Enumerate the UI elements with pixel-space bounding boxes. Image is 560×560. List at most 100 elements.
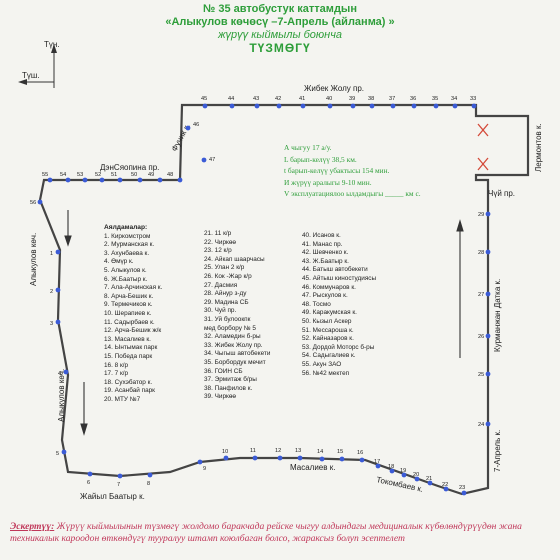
stop-21: 21 — [426, 476, 433, 486]
svg-text:13: 13 — [295, 448, 301, 454]
stop-43: 43 — [253, 96, 260, 109]
legend-item: 4. Өмүр к. — [104, 258, 134, 266]
legend-item: 47. Рыскулов к. — [302, 292, 348, 300]
street-kurmanzhan: Курманжан Датка к. — [493, 279, 502, 352]
legend-item: 20. МТУ №7 — [104, 395, 141, 403]
stop-16: 16 — [357, 450, 365, 463]
legend-item: 42. Шевченко к. — [302, 249, 349, 257]
legend-header: Аялдамалар: — [104, 224, 148, 231]
svg-text:20: 20 — [413, 472, 419, 478]
legend-item: 9. Термечиков к. — [104, 301, 153, 309]
svg-text:19: 19 — [400, 468, 406, 474]
info-line-3: t барып-келүү убактысы 154 мин. — [284, 166, 390, 175]
svg-text:3: 3 — [50, 321, 53, 327]
footer-text: Жүрүү кыймылынын түзмөгү жолдомо баракча… — [10, 521, 522, 544]
stop-39: 39 — [349, 96, 356, 109]
legend-item: 10. Шерапиев к. — [104, 309, 152, 317]
legend-item: 27. Дасмия — [204, 281, 238, 289]
legend-item: 16. 8 к/р — [104, 361, 129, 369]
legend-item: 8. Арча-Бешик к. — [104, 292, 154, 300]
svg-text:55: 55 — [42, 172, 48, 178]
svg-text:1: 1 — [50, 251, 53, 257]
stop-17: 17 — [374, 459, 381, 469]
compass-north-label: Түн. — [44, 40, 60, 49]
stop-18: 18 — [388, 464, 395, 474]
legend-item: 48. Тосмо — [302, 300, 331, 308]
stop-48: 48 — [167, 172, 183, 183]
legend-col-2: 21. 11 к/р 22. Чиркөө 23. 12 к/р 24. Айк… — [204, 230, 300, 402]
legend-item: 50. Кызыл Аскер — [302, 317, 352, 325]
legend-item: 35. Борбордук мечит — [204, 358, 266, 366]
stop-45: 45 — [201, 96, 208, 109]
svg-text:33: 33 — [470, 96, 476, 102]
svg-text:6: 6 — [87, 480, 90, 486]
route-line — [38, 103, 530, 496]
stop-44: 44 — [228, 96, 235, 109]
stop-46: 46 — [185, 122, 199, 131]
arrow-down-icon-2 — [64, 235, 72, 247]
legend-item: 33. Жибек Жолу пр. — [204, 341, 263, 349]
svg-text:48: 48 — [167, 172, 173, 178]
legend-item: 41. Манас пр. — [302, 240, 343, 248]
svg-text:25: 25 — [478, 372, 484, 378]
legend-item: 19. Асанбай парк — [104, 387, 155, 395]
cross-icon-2b — [477, 157, 489, 171]
svg-text:41: 41 — [299, 96, 305, 102]
street-alykulov-bottom: Алыкулов көч. — [57, 369, 66, 422]
svg-text:34: 34 — [451, 96, 457, 102]
svg-text:38: 38 — [368, 96, 374, 102]
legend-item: 22. Чиркөө — [204, 238, 236, 246]
svg-text:46: 46 — [193, 122, 199, 128]
svg-text:23: 23 — [459, 485, 465, 491]
compass-west-label: Түш. — [22, 71, 40, 80]
legend-item: 14. Ынтымак парк — [104, 344, 158, 352]
stop-56: 56 — [30, 199, 43, 206]
legend-item: 18. Сухэбатор к. — [104, 378, 153, 386]
svg-text:37: 37 — [389, 96, 395, 102]
stop-22: 22 — [442, 482, 449, 492]
legend-item: 38. Панфилов к. — [204, 384, 253, 392]
route-info: А чыгуу 17 а/у. L барып-келүү 38,5 км. t… — [270, 142, 421, 200]
stop-35: 35 — [432, 96, 439, 109]
title-line-1: № 35 автобустук каттамдын — [203, 3, 357, 15]
legend-item: 31. Уй булоокпк мед борбору № 5 — [204, 315, 256, 332]
street-masaliev: Масалиев к. — [290, 463, 335, 472]
stop-10: 10 — [222, 449, 229, 461]
stop-47: 47 — [201, 157, 215, 163]
stop-2: 2 — [50, 287, 61, 295]
street-alykulov-top: Алыкулов көч. — [29, 233, 38, 286]
stop-24: 24 — [478, 421, 491, 428]
stop-42: 42 — [275, 96, 282, 109]
svg-text:50: 50 — [131, 172, 137, 178]
arrow-down-icon — [80, 423, 88, 436]
svg-text:26: 26 — [478, 334, 484, 340]
stop-11: 11 — [250, 448, 258, 461]
stop-1: 1 — [50, 249, 61, 257]
svg-text:10: 10 — [222, 449, 228, 455]
title-line-2: «Алыкулов көчөсү –7-Апрель (айланма) » — [165, 16, 395, 28]
stop-55: 55 — [42, 172, 53, 183]
stop-50: 50 — [131, 172, 143, 183]
svg-text:24: 24 — [478, 422, 484, 428]
legend-item: 34. Чыгыш автобекети — [204, 350, 271, 358]
stop-26: 26 — [478, 333, 491, 340]
svg-text:45: 45 — [201, 96, 207, 102]
stops: 45 44 43 42 41 40 39 38 37 36 35 34 33 4… — [30, 96, 491, 496]
stop-6: 6 — [87, 471, 93, 486]
legend-item: 39. Чиркөө — [204, 393, 236, 401]
legend-item: 53. Дордой Моторс б-ры — [302, 343, 375, 351]
cross-icon-1b — [477, 123, 489, 137]
legend-item: 6. Ж.Баатыр к. — [104, 275, 148, 283]
legend-item: 17. 7 к/р — [104, 370, 129, 378]
legend-item: 56. №42 мектеп — [302, 369, 350, 377]
svg-text:2: 2 — [50, 289, 53, 295]
stop-36: 36 — [410, 96, 417, 109]
svg-text:5: 5 — [56, 451, 59, 457]
svg-text:54: 54 — [60, 172, 66, 178]
stop-54: 54 — [60, 172, 71, 183]
stop-41: 41 — [299, 96, 306, 109]
stop-20: 20 — [413, 472, 420, 482]
svg-text:52: 52 — [95, 172, 101, 178]
stop-19: 19 — [400, 468, 407, 478]
legend-item: 25. Улан 2 к/р — [204, 264, 245, 272]
